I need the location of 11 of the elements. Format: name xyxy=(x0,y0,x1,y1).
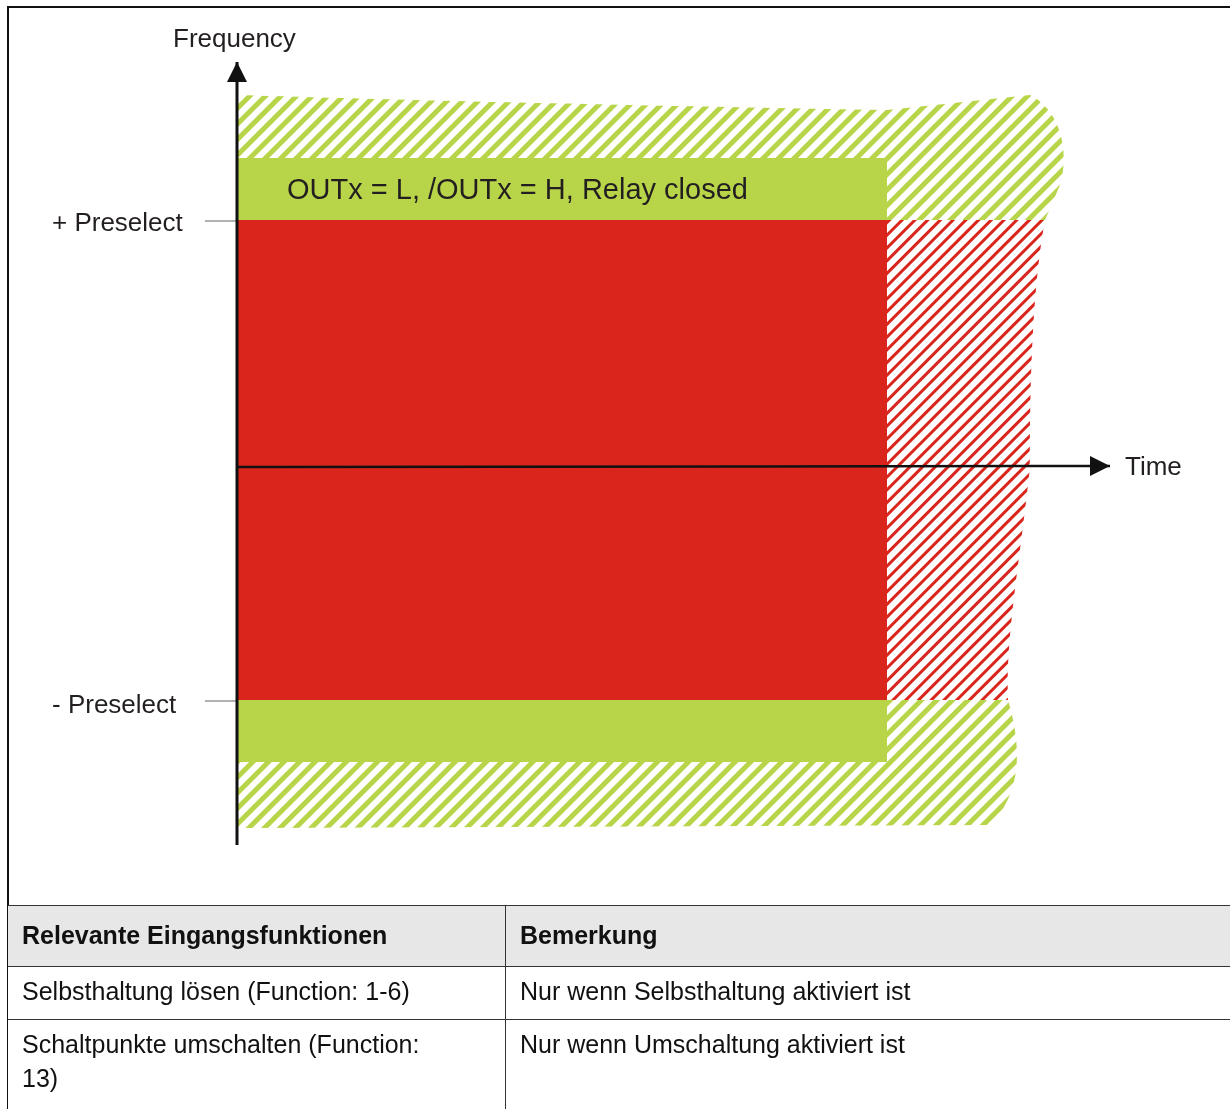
axis-label: Time xyxy=(1125,453,1182,479)
axis-label: Frequency xyxy=(173,25,296,51)
table-cell: Selbsthaltung lösen (Function: 1-6) xyxy=(8,966,505,1020)
table-header-cell: Relevante Eingangsfunktionen xyxy=(8,906,505,967)
output-state-band xyxy=(237,700,887,762)
hysteresis-band xyxy=(237,220,887,700)
tick-label: + Preselect xyxy=(52,209,183,235)
table-header-cell: Bemerkung xyxy=(505,906,1230,967)
table-cell: Nur wenn Selbsthaltung aktiviert ist xyxy=(505,966,1230,1020)
tick-label: - Preselect xyxy=(52,691,177,717)
output-state-band: OUTx = L, /OUTx = H, Relay closed xyxy=(237,158,887,220)
